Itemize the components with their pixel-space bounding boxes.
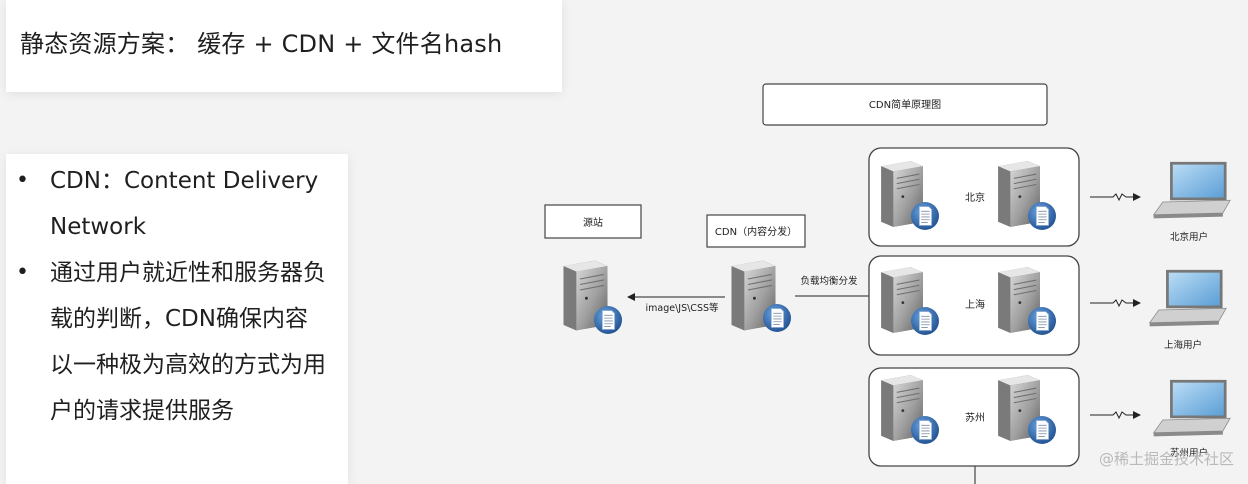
document-icon	[1028, 306, 1056, 336]
node-city-label: 苏州	[965, 411, 985, 424]
document-icon	[911, 415, 939, 445]
edge-node-shanghai: 上海 上海用户	[868, 255, 1227, 356]
bullet-text: CDN：Content Delivery Network	[50, 168, 319, 240]
arrow-icon	[1090, 411, 1141, 420]
arrow-to-edge: 负载均衡分发	[795, 275, 879, 300]
document-icon	[911, 201, 939, 231]
page-title: 静态资源方案： 缓存 + CDN + 文件名hash	[20, 30, 503, 58]
watermark: @稀土掘金技术社区	[1098, 450, 1234, 468]
cdn-label: CDN（内容分发）	[715, 225, 797, 238]
edge-node-suzhou: 苏州 苏州用户	[868, 367, 1231, 467]
diagram-title-box: CDN简单原理图	[762, 83, 1048, 126]
arrow-to-origin: image\JS\CSS等	[627, 293, 725, 314]
document-icon	[594, 305, 622, 335]
laptop-icon	[1153, 379, 1231, 437]
node-user-label: 北京用户	[1170, 231, 1208, 243]
origin-label: 源站	[583, 216, 603, 229]
node-city-label: 北京	[965, 191, 985, 204]
title-card: 静态资源方案： 缓存 + CDN + 文件名hash	[6, 0, 562, 92]
arrow-left-label: image\JS\CSS等	[645, 302, 719, 314]
arrow-right-label: 负载均衡分发	[800, 275, 858, 287]
node-user-label: 上海用户	[1164, 339, 1202, 351]
bullet-text: 通过用户就近性和服务器负载的判断，CDN确保内容以一种极为高效的方式为用户的请求…	[50, 260, 326, 424]
cdn-label-box: CDN（内容分发）	[706, 214, 806, 248]
bullet-dot: •	[16, 260, 29, 285]
origin-server	[562, 260, 622, 335]
laptop-icon	[1149, 269, 1227, 327]
bullet-dot: •	[16, 168, 29, 193]
document-icon	[1028, 415, 1056, 445]
laptop-icon	[1153, 161, 1231, 219]
edge-node-beijing: 北京 北京用户	[868, 147, 1231, 247]
cdn-server	[730, 260, 791, 333]
node-city-label: 上海	[965, 298, 985, 311]
node-user-label: 苏州用户	[1170, 447, 1208, 459]
diagram-title: CDN简单原理图	[869, 98, 941, 111]
origin-label-box: 源站	[544, 204, 642, 239]
document-icon	[1028, 201, 1056, 231]
document-icon	[763, 303, 791, 333]
document-icon	[911, 306, 939, 336]
arrow-icon	[1090, 193, 1141, 202]
arrow-icon	[1090, 299, 1141, 308]
bullet-card: • CDN：Content Delivery Network • 通过用户就近性…	[6, 154, 348, 484]
